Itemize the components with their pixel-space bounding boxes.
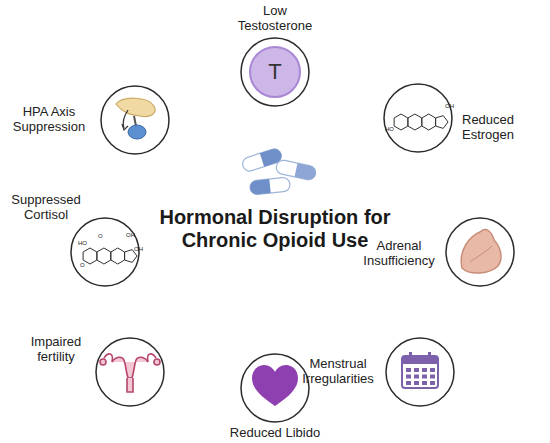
node-label: HPA Axis Suppression (6, 104, 92, 134)
calendar-cell (422, 381, 427, 385)
calendar-cell (430, 381, 435, 385)
icon-circle: Reduced Libido (240, 353, 310, 423)
molecule-ring (83, 248, 97, 264)
circle-outline (100, 85, 170, 155)
calendar-cell (430, 368, 435, 372)
calendar-cell (422, 368, 427, 372)
calendar-cell (430, 375, 435, 379)
icon-circle: Reduced Estrogen (383, 83, 453, 153)
circle-outline (445, 217, 515, 287)
icon-circle: Menstrual Irregularities (385, 337, 455, 407)
hormone-symbol: T (268, 60, 281, 84)
icon-circle: Impaired fertility (95, 337, 165, 407)
node-label: Reduced Estrogen (462, 112, 542, 142)
atom-label: O (80, 262, 85, 269)
circle-border (71, 218, 139, 286)
icon-circle: Adrenal Insufficiency (445, 217, 515, 287)
molecule-ring (97, 248, 111, 264)
molecule-ring (436, 116, 448, 129)
node-label: Low Testosterone (230, 3, 320, 33)
icon-circle: HPA Axis Suppression (100, 85, 170, 155)
hormone-badge (250, 47, 300, 97)
circle-outline (95, 337, 165, 407)
calendar-cell (414, 368, 419, 372)
atom-label: OH (445, 103, 454, 110)
icon-circle: Suppressed Cortisol (70, 217, 140, 287)
node-label: Adrenal Insufficiency (356, 238, 442, 268)
pituitary-icon (116, 98, 155, 139)
circle-outline (383, 83, 453, 153)
circle-border (384, 84, 452, 152)
atom-label: O (98, 233, 103, 240)
adrenal-detail (470, 246, 492, 262)
molecule-ring (422, 114, 436, 130)
calendar-cell (414, 375, 419, 379)
circle-border (96, 338, 164, 406)
calendar-cell (406, 381, 411, 385)
circle-border (241, 354, 309, 422)
atom-label: HO (385, 126, 394, 133)
circle-outline (70, 217, 140, 287)
calendar-cell (406, 375, 411, 379)
calendar-icon (402, 352, 438, 388)
node-label: Suppressed Cortisol (6, 192, 86, 222)
circle-outline (240, 353, 310, 423)
atom-label: HO (78, 240, 87, 247)
circle-border (101, 86, 169, 154)
uterus-icon (100, 354, 160, 392)
molecule-ring (394, 114, 408, 130)
node-label: Menstrual Irregularities (294, 356, 382, 386)
calendar-cell (406, 368, 411, 372)
molecule-ring (408, 114, 422, 130)
circle-border (386, 338, 454, 406)
atom-label: OH (126, 232, 135, 239)
calendar-cell (414, 381, 419, 385)
circle-outline (385, 337, 455, 407)
molecule-ring (111, 248, 125, 264)
node-label: Impaired fertility (18, 334, 94, 364)
diagram-title: Hormonal Disruption for Chronic Opioid U… (150, 206, 400, 252)
calendar-cell (422, 375, 427, 379)
node-label: Reduced Libido (205, 425, 345, 440)
heart-icon (252, 365, 298, 406)
circle-border (446, 218, 514, 286)
circle-border (241, 38, 309, 106)
atom-label: OH (134, 246, 143, 253)
adrenal-gland (461, 230, 501, 274)
pill-capsules (241, 147, 317, 195)
